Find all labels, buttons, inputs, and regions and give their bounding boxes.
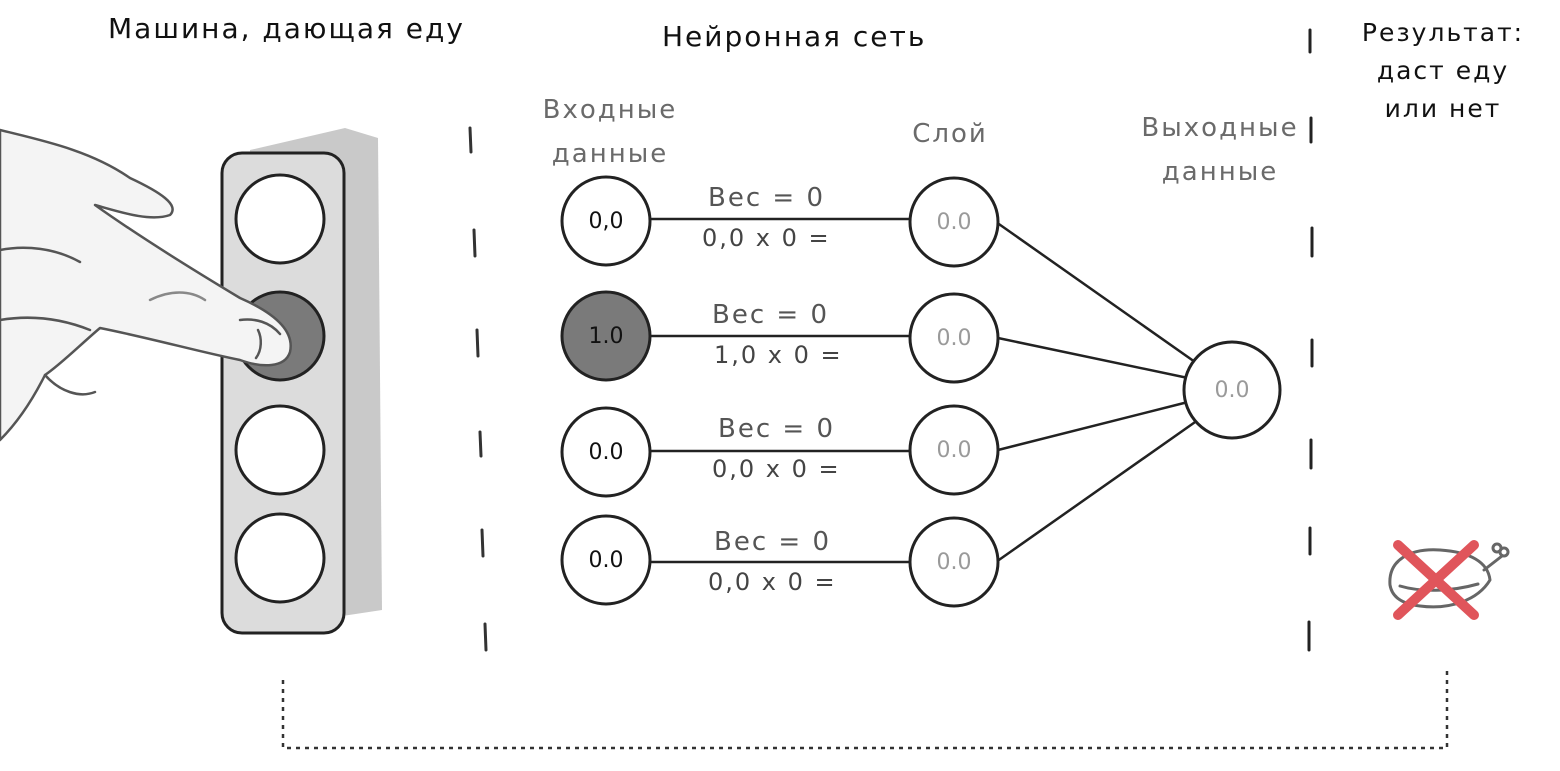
hidden-node-4 <box>908 516 1000 608</box>
weight-label-1: Вес = 0 <box>708 183 825 213</box>
hidden-nodes: 0.0 0.0 0.0 0.0 <box>908 176 1000 608</box>
output-label-line1: Выходные <box>1141 113 1299 143</box>
hidden-node-value-2: 0.0 <box>937 326 972 351</box>
calc-label-4: 0,0 х 0 = <box>708 568 837 596</box>
input-node-value-4: 0.0 <box>589 548 624 573</box>
input-node-2 <box>560 290 652 382</box>
hidden-output-connection-1 <box>995 220 1196 364</box>
input-label-line1: Входные <box>542 95 678 125</box>
layer-label: Слой <box>912 119 988 149</box>
input-label: Входные данные <box>520 88 700 176</box>
hidden-node-1 <box>908 176 1000 268</box>
machine-title: Машина, дающая еду <box>108 12 465 45</box>
input-node-1 <box>560 175 652 267</box>
weight-label-2: Вес = 0 <box>712 300 829 330</box>
separator-left <box>468 126 488 652</box>
hidden-node-3 <box>908 404 1000 496</box>
calc-label-2: 1,0 х 0 = <box>714 341 843 369</box>
food-crossed-out-icon <box>1388 540 1510 620</box>
machine-button-4[interactable] <box>234 512 326 604</box>
result-title-line3: или нет <box>1384 94 1502 123</box>
output-node <box>1182 340 1282 440</box>
input-connections <box>651 217 910 564</box>
input-node-value-3: 0.0 <box>589 440 624 465</box>
input-nodes: 0,0 1.0 0.0 0.0 <box>560 175 652 606</box>
calc-label-3: 0,0 х 0 = <box>712 455 841 483</box>
hidden-output-connection-3 <box>997 400 1189 452</box>
weight-label-4: Вес = 0 <box>714 527 831 557</box>
feedback-loop-line <box>281 668 1449 750</box>
result-title-line2: даст еду <box>1376 56 1510 85</box>
pointing-hand-icon <box>0 128 292 442</box>
hidden-node-value-1: 0.0 <box>937 210 972 235</box>
result-title-line1: Результат: <box>1361 18 1525 47</box>
machine-button-1[interactable] <box>234 173 326 265</box>
food-machine <box>220 128 382 635</box>
output-label-line2: данные <box>1161 157 1279 187</box>
output-label: Выходные данные <box>1120 106 1320 194</box>
input-node-value-1: 0,0 <box>589 209 624 234</box>
result-title: Результат: даст еду или нет <box>1330 14 1556 128</box>
separator-right <box>1307 28 1314 652</box>
calc-label-1: 0,0 х 0 = <box>702 224 831 252</box>
weight-label-3: Вес = 0 <box>718 414 835 444</box>
hidden-output-connection-4 <box>995 418 1199 564</box>
machine-button-3[interactable] <box>234 404 326 496</box>
hidden-node-2 <box>908 292 1000 384</box>
input-node-3 <box>560 406 652 498</box>
output-node-value: 0.0 <box>1215 378 1250 403</box>
machine-panel <box>220 151 346 635</box>
output-connections <box>995 220 1199 564</box>
hidden-node-value-4: 0.0 <box>937 550 972 575</box>
hidden-output-connection-2 <box>997 336 1189 380</box>
hidden-node-value-3: 0.0 <box>937 438 972 463</box>
input-node-value-2: 1.0 <box>589 324 624 349</box>
cross-icon <box>1393 540 1479 620</box>
input-label-line2: данные <box>551 139 669 169</box>
input-node-4 <box>560 514 652 606</box>
network-title: Нейронная сеть <box>662 20 927 53</box>
